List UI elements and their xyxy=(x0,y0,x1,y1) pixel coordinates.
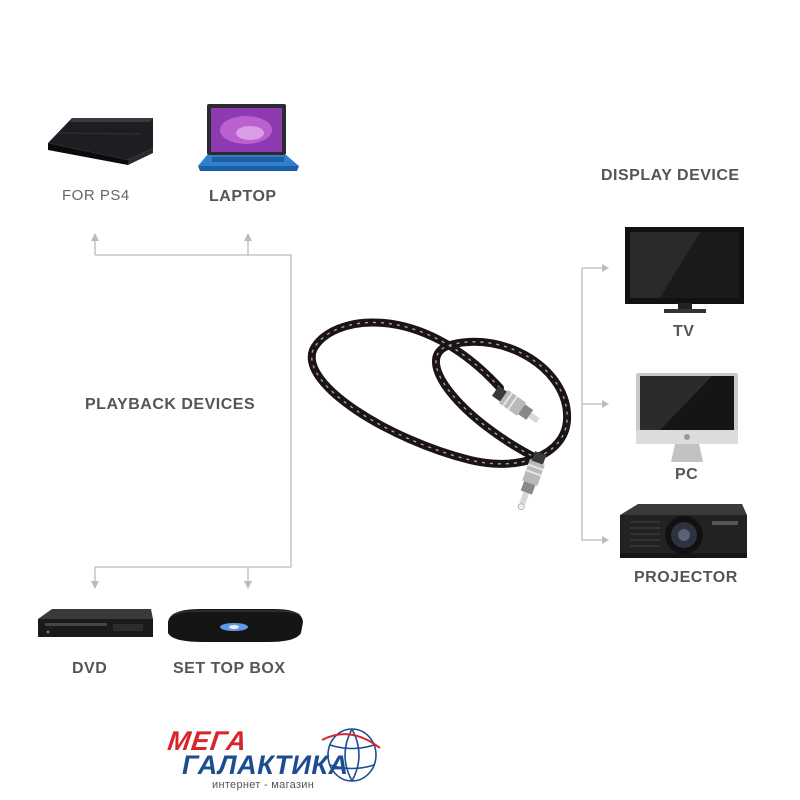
logo-line2: ГАЛАКТИКА xyxy=(182,750,349,780)
dvd-label: DVD xyxy=(72,660,108,677)
pc-label: PC xyxy=(675,466,699,483)
playback-devices-label: PLAYBACK DEVICES xyxy=(85,396,256,413)
display-device-label: DISPLAY DEVICE xyxy=(601,167,740,184)
tv-label: TV xyxy=(673,323,695,340)
logo-line3: интернет - магазин xyxy=(212,779,315,791)
laptop-label: LAPTOP xyxy=(209,188,277,205)
set-top-box-label: SET TOP BOX xyxy=(173,660,286,677)
ps4-label: FOR PS4 xyxy=(62,187,130,204)
projector-label: PROJECTOR xyxy=(634,569,738,586)
